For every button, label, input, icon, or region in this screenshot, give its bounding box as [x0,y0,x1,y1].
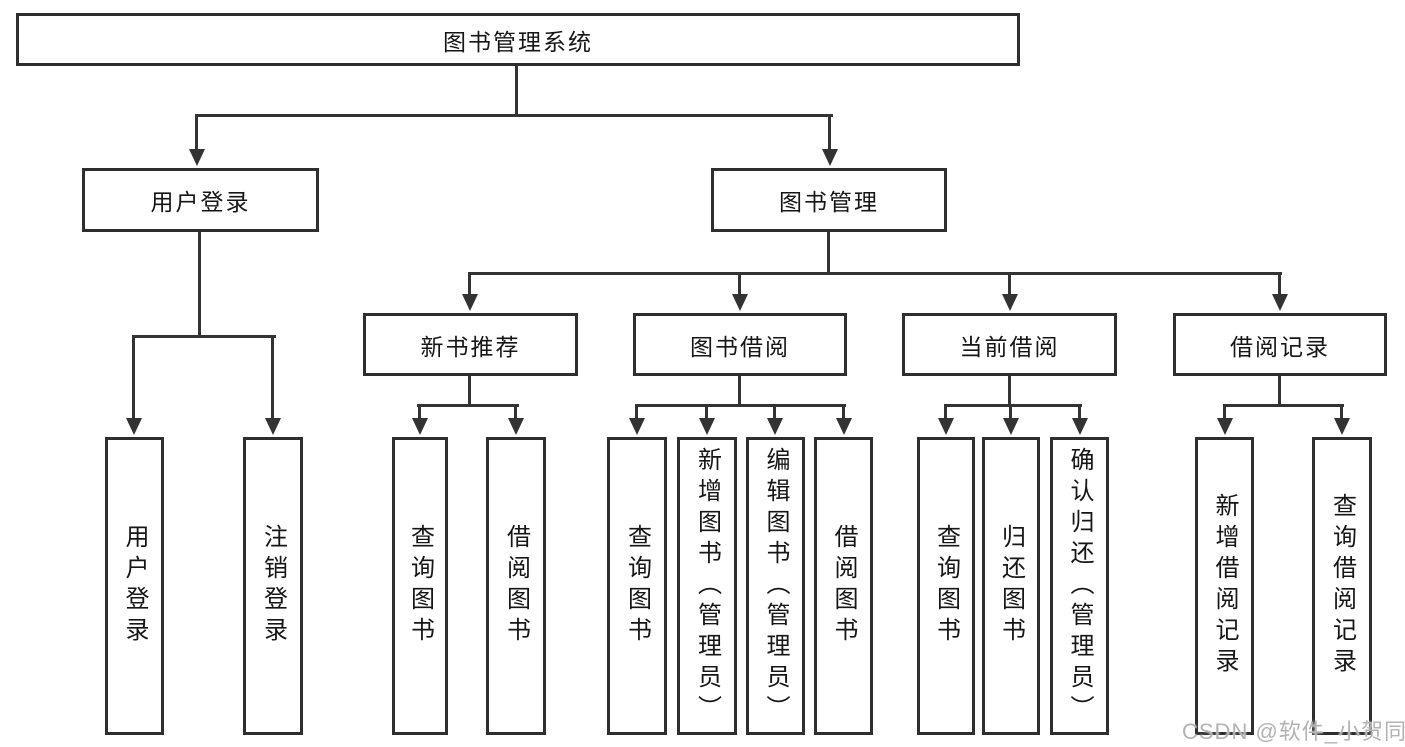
connector [1278,376,1281,407]
leaf-query-borrow-record: 查询借阅记录 [1312,437,1372,735]
arrow-down-icon [1272,294,1288,311]
connector [198,232,201,338]
leaf-add-book-admin-label: 新增图书（管理员） [693,446,721,726]
leaf-recommend-borrow-book: 借阅图书 [486,437,546,735]
connector [842,404,845,420]
connector [773,404,776,420]
leaf-add-book-admin: 新增图书（管理员） [677,437,737,735]
arrow-down-icon [699,418,715,435]
connector [1223,404,1344,407]
arrow-down-icon [1002,294,1018,311]
connector [738,376,741,407]
connector [1340,404,1343,420]
arrow-down-icon [126,418,142,435]
leaf-add-borrow-record-label: 新增借阅记录 [1211,493,1238,679]
node-root: 图书管理系统 [16,13,1020,66]
leaf-recommend-query-book: 查询图书 [392,437,448,735]
arrow-down-icon [629,418,645,435]
node-book-borrowing-label: 图书借阅 [690,333,790,360]
leaf-current-query-book: 查询图书 [917,437,975,735]
leaf-recommend-borrow-book-label: 借阅图书 [502,524,530,648]
node-current-borrowing: 当前借阅 [902,313,1117,376]
arrow-down-icon [938,418,954,435]
connector [132,335,276,338]
arrow-down-icon [462,294,478,311]
leaf-add-borrow-record: 新增借阅记录 [1195,437,1254,735]
arrow-down-icon [1334,418,1350,435]
connector [195,114,833,117]
leaf-edit-book-admin: 编辑图书（管理员） [746,437,805,735]
connector [418,404,421,420]
connector [514,404,517,420]
connector [1009,404,1012,420]
csdn-watermark: CSDN @软件_小贺同学 [1182,719,1405,744]
connector [1008,272,1011,297]
leaf-logout-label: 注销登录 [259,524,287,648]
connector [1278,272,1281,297]
leaf-current-query-book-label: 查询图书 [932,524,960,648]
leaf-borrow-book-label: 借阅图书 [830,524,857,648]
node-borrow-records-label: 借阅记录 [1230,333,1330,360]
leaf-edit-book-admin-label: 编辑图书（管理员） [762,446,789,726]
leaf-borrow-book: 借阅图书 [814,437,873,735]
node-root-label: 图书管理系统 [443,28,593,55]
connector [515,66,518,117]
leaf-query-borrow-record-label: 查询借阅记录 [1328,493,1356,679]
connector [738,272,741,297]
arrow-down-icon [732,294,748,311]
connector [827,232,830,275]
node-book-management-label: 图书管理 [779,189,879,215]
leaf-confirm-return-admin-label: 确认归还（管理员） [1066,446,1093,726]
arrow-down-icon [767,418,783,435]
connector [468,272,471,297]
arrow-down-icon [508,418,524,435]
connector [271,335,274,421]
node-new-book-recommend-label: 新书推荐 [420,333,521,360]
arrow-down-icon [412,418,428,435]
leaf-user-login: 用户登录 [105,437,164,735]
arrow-down-icon [822,149,838,166]
connector [195,114,198,152]
arrow-down-icon [1003,418,1019,435]
leaf-user-login-label: 用户登录 [121,524,148,648]
node-user-login: 用户登录 [82,168,319,232]
connector [635,404,638,420]
connector [635,404,846,407]
leaf-recommend-query-book-label: 查询图书 [406,524,434,648]
connector [1223,404,1226,420]
leaf-return-book: 归还图书 [982,437,1040,735]
connector [944,404,1082,407]
node-borrow-records: 借阅记录 [1173,313,1387,376]
arrow-down-icon [189,149,205,166]
connector [468,376,471,407]
connector [828,114,831,152]
leaf-confirm-return-admin: 确认归还（管理员） [1050,437,1109,735]
arrow-down-icon [1217,418,1233,435]
node-book-borrowing: 图书借阅 [633,313,847,376]
connector [1008,376,1011,407]
leaf-logout: 注销登录 [243,437,303,735]
connector [944,404,947,420]
connector [132,335,135,421]
arrow-down-icon [836,418,852,435]
node-user-login-label: 用户登录 [150,189,251,215]
connector [705,404,708,420]
node-book-management: 图书管理 [711,168,947,232]
connector [468,272,1282,275]
leaf-borrow-query-book: 查询图书 [607,437,667,735]
leaf-return-book-label: 归还图书 [997,524,1025,648]
arrow-down-icon [1072,418,1088,435]
node-current-borrowing-label: 当前借阅 [959,333,1060,360]
arrow-down-icon [265,418,281,435]
connector [417,404,519,407]
leaf-borrow-query-book-label: 查询图书 [623,524,651,648]
connector [1078,404,1081,420]
node-new-book-recommend: 新书推荐 [363,313,578,376]
